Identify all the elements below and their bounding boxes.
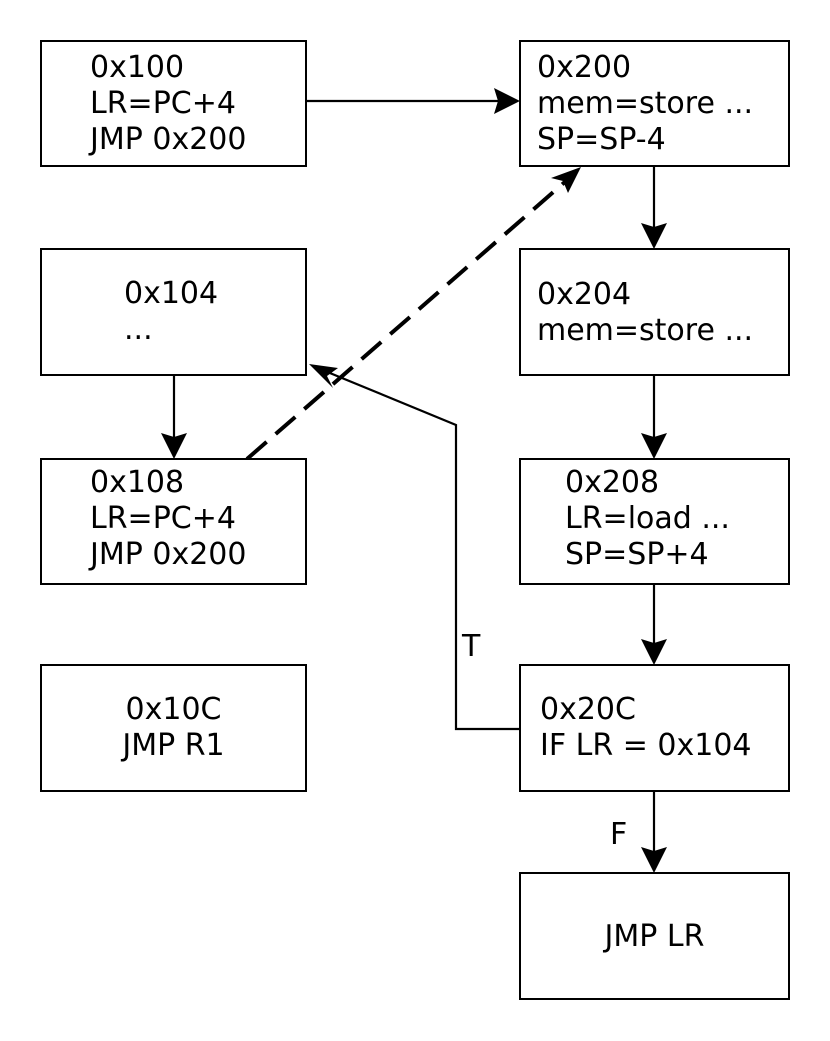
node-0x200-line-1: 0x200 <box>537 50 632 85</box>
edge-label-true: T <box>462 629 481 664</box>
node-0x108-line-1: 0x108 <box>90 465 185 500</box>
node-0x100: 0x100 LR=PC+4 JMP 0x200 <box>40 40 307 167</box>
node-0x108: 0x108 LR=PC+4 JMP 0x200 <box>40 458 307 585</box>
node-0x100-line-2: LR=PC+4 <box>90 86 236 121</box>
node-0x200: 0x200 mem=store ... SP=SP-4 <box>519 40 790 167</box>
node-0x200-line-2: mem=store ... <box>537 86 754 121</box>
node-0x20C-line-2: IF LR = 0x104 <box>540 728 752 763</box>
node-jmp-lr-line-1: JMP LR <box>604 919 705 954</box>
arrowhead-20c-to-jmplr <box>641 847 667 873</box>
node-0x104-line-2: ... <box>124 312 153 347</box>
node-0x20C: 0x20C IF LR = 0x104 <box>519 664 790 792</box>
node-0x204-line-1: 0x204 <box>537 277 632 312</box>
arrowhead-108-to-200 <box>551 167 581 193</box>
arrowhead-100-to-200 <box>494 88 520 114</box>
arrowhead-204-to-208 <box>641 433 667 459</box>
arrowhead-200-to-204 <box>641 223 667 249</box>
edges <box>161 88 667 873</box>
edge-20c-true-to-104 <box>324 369 520 731</box>
node-0x208-line-3: SP=SP+4 <box>565 537 709 572</box>
arrowhead-104-to-108 <box>161 433 187 459</box>
node-0x10C: 0x10C JMP R1 <box>40 664 307 792</box>
node-0x208-line-2: LR=load ... <box>565 501 730 536</box>
node-0x100-line-1: 0x100 <box>90 50 185 85</box>
node-0x208: 0x208 LR=load ... SP=SP+4 <box>519 458 790 585</box>
node-jmp-lr: JMP LR <box>519 872 790 1000</box>
node-0x200-line-3: SP=SP-4 <box>537 122 666 157</box>
node-0x100-line-3: JMP 0x200 <box>90 122 247 157</box>
arrowhead-20c-true-to-104 <box>309 364 338 388</box>
node-0x10C-line-2: JMP R1 <box>122 728 225 763</box>
edge-label-false: F <box>610 817 628 852</box>
node-0x204-line-2: mem=store ... <box>537 313 754 348</box>
dashed-edge-108-to-200 <box>245 167 581 461</box>
node-0x10C-line-1: 0x10C <box>125 692 222 727</box>
node-0x104-line-1: 0x104 <box>124 276 219 311</box>
node-0x108-line-3: JMP 0x200 <box>90 537 247 572</box>
node-0x208-line-1: 0x208 <box>565 465 660 500</box>
arrowhead-208-to-20c <box>641 639 667 665</box>
node-0x108-line-2: LR=PC+4 <box>90 501 236 536</box>
node-0x204: 0x204 mem=store ... <box>519 248 790 376</box>
node-0x20C-line-1: 0x20C <box>540 692 636 727</box>
node-0x104: 0x104 ... <box>40 248 307 376</box>
